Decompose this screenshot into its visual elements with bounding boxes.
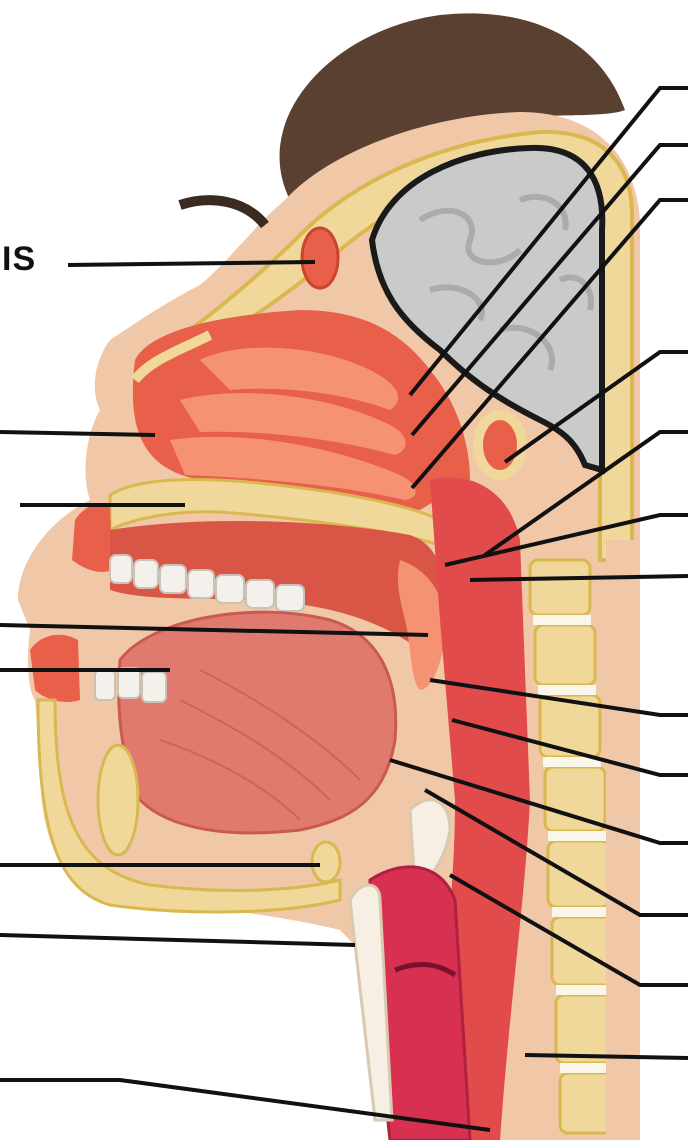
tooth-root [98,745,138,855]
tongue [119,612,396,833]
eyelid [180,200,265,225]
leader-left-7 [0,935,355,945]
hyoid-bone [312,842,340,882]
sphenoid-sinus [478,415,522,475]
spinal-canal [606,540,636,1140]
lower-teeth [95,668,166,702]
frontal-sinus [302,228,338,288]
partial-label-is: IS [2,240,36,279]
